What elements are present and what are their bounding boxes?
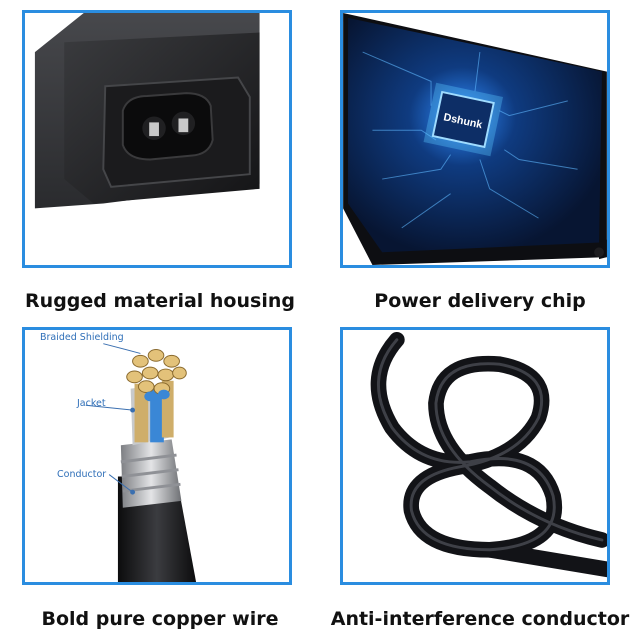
coiled-cable-image [343,330,607,582]
adapter-housing-image [25,13,289,265]
panel-chip: Dshunk [340,10,610,268]
power-socket-icon [121,92,214,161]
callout-jacket: Jacket [77,398,106,409]
chip-icon [423,82,504,157]
panel-housing [22,10,292,268]
caption-chip: Power delivery chip [374,290,586,312]
coiled-cable-icon [370,331,607,578]
cable-cross-section-icon [117,349,197,582]
callout-braided-shielding: Braided Shielding [40,332,124,343]
circuit-board-image: Dshunk [343,13,607,265]
caption-housing: Rugged material housing [25,290,295,312]
cable-cross-section-image [25,330,289,582]
callout-conductor: Conductor [57,469,107,480]
panel-conductor [340,327,610,585]
panel-copper-wire: Braided Shielding Jacket Conductor [22,327,292,585]
caption-copper-wire: Bold pure copper wire [41,608,279,630]
caption-conductor: Anti-interference conductor [330,608,630,630]
